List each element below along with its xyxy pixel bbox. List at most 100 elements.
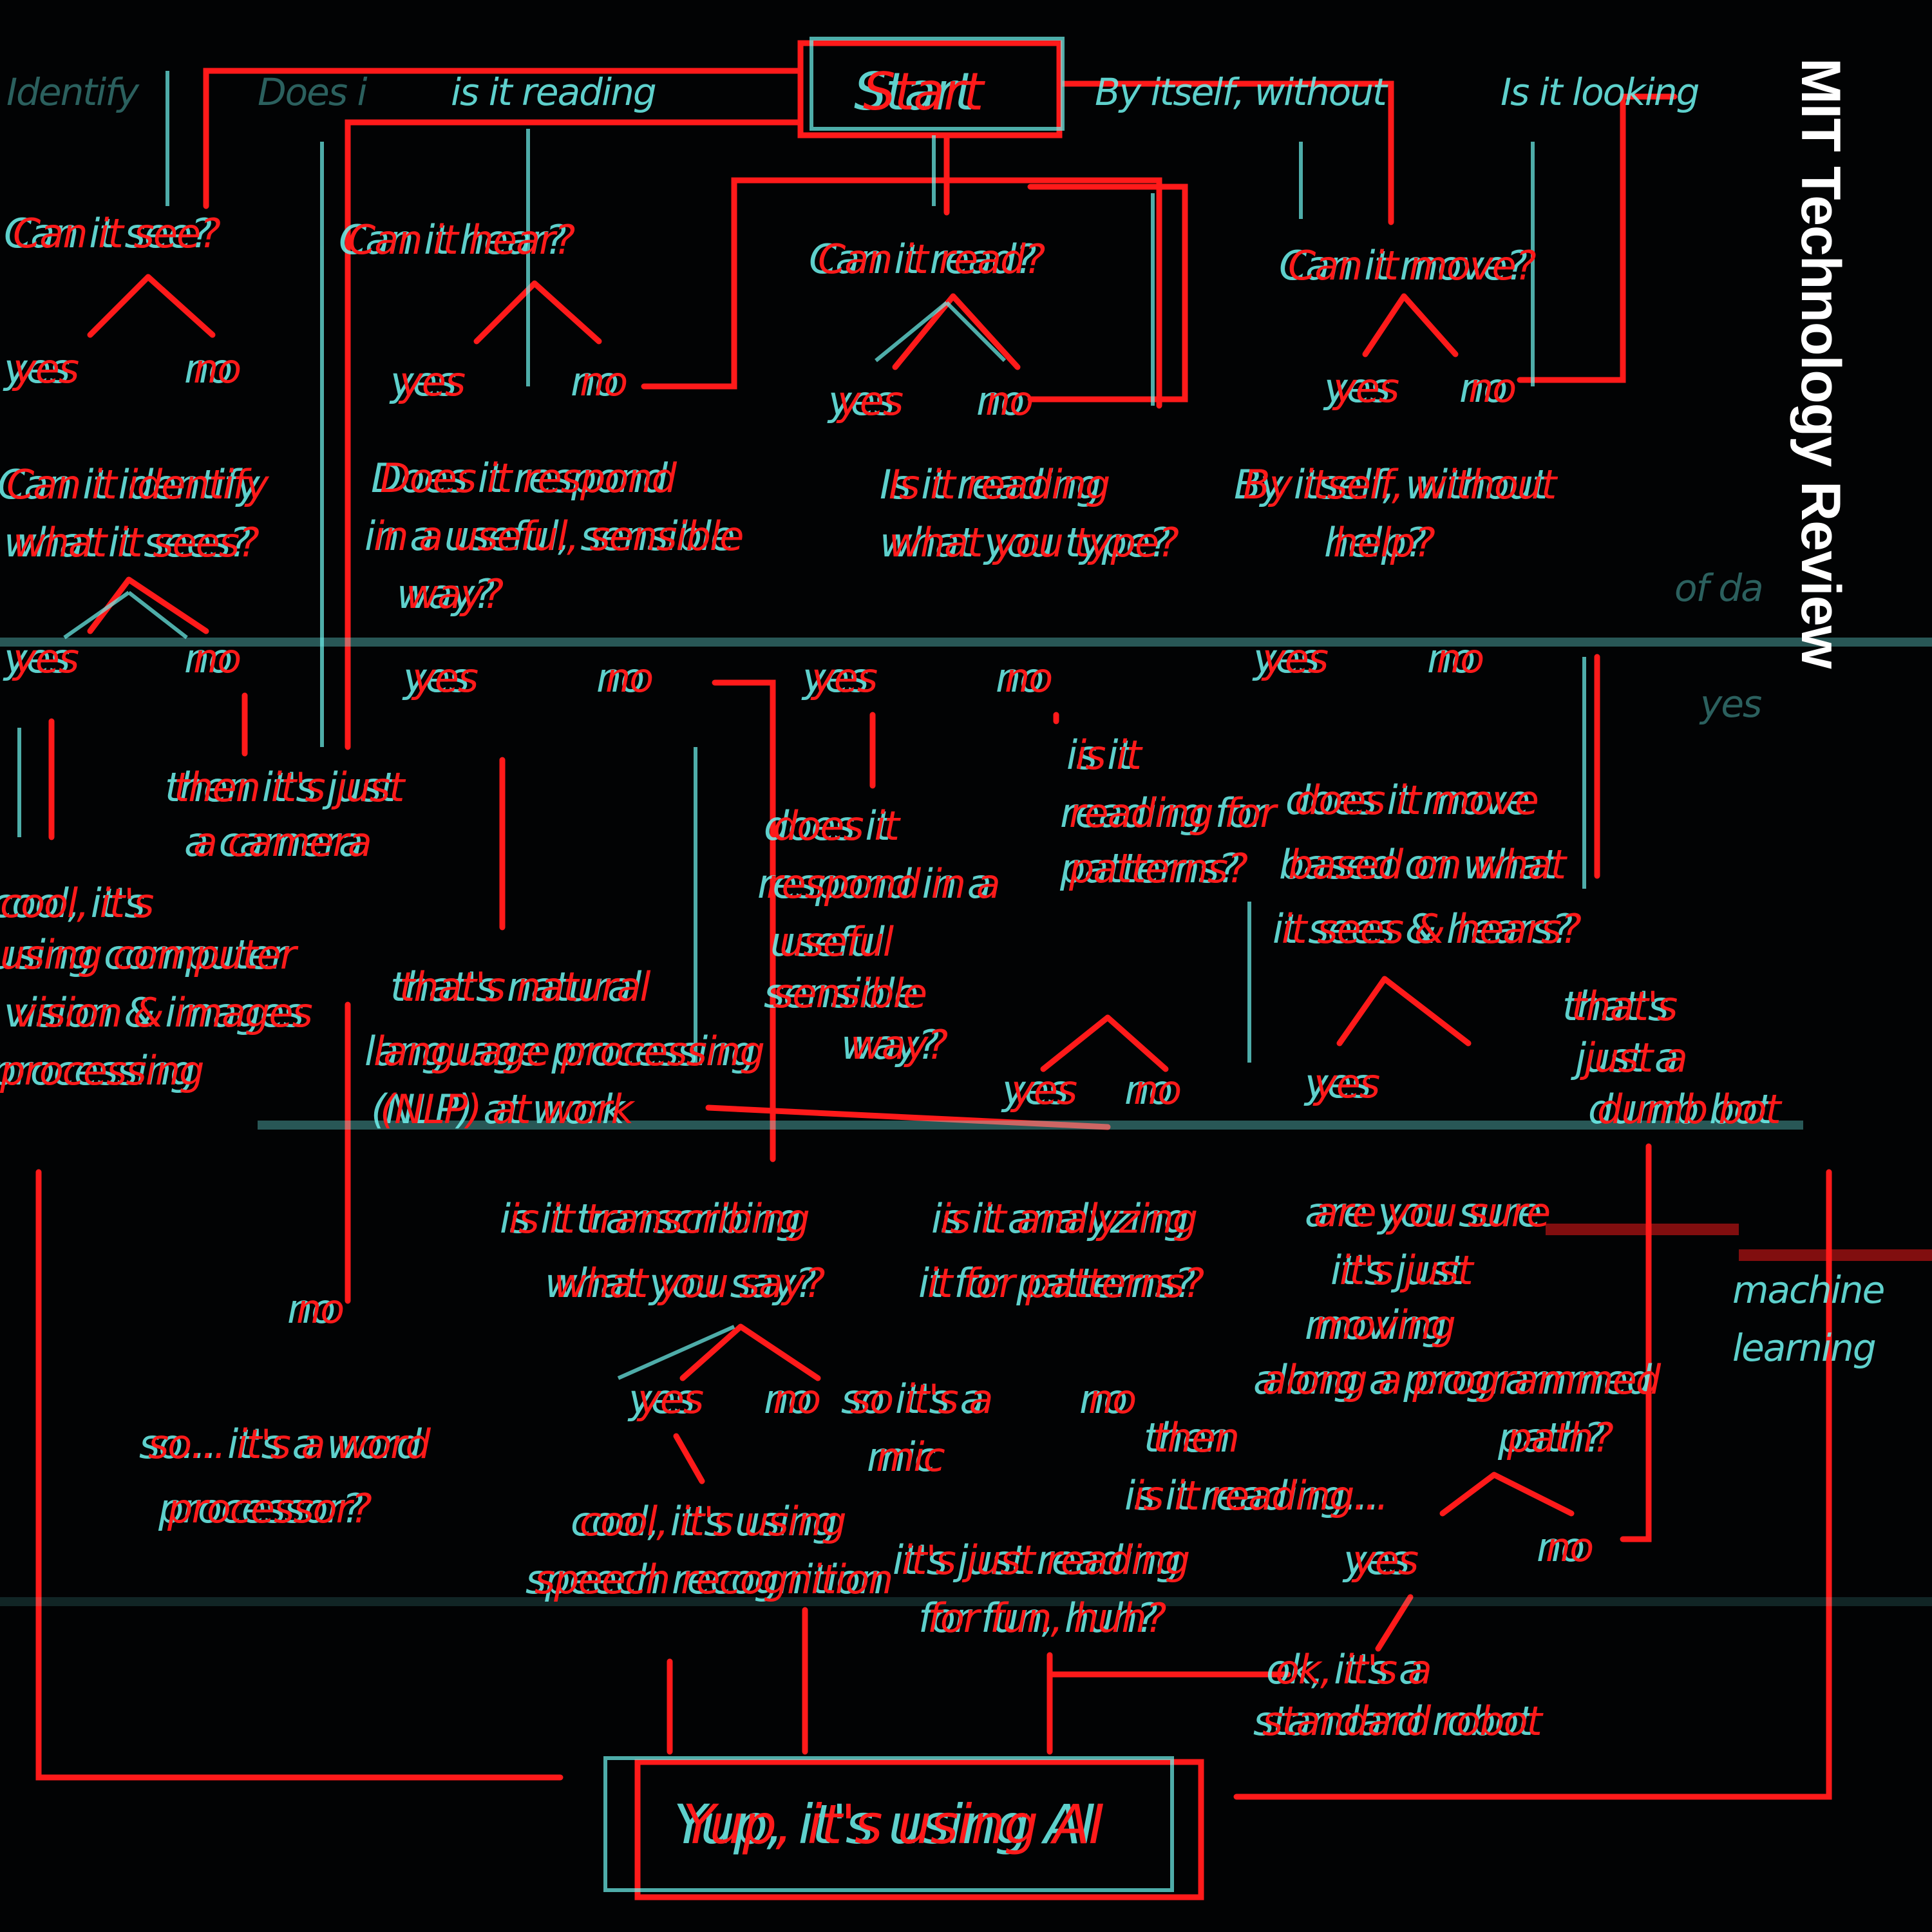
see-yes: yes: [13, 345, 79, 392]
line-to-end: [667, 1607, 1291, 1755]
hear-yes: yes: [399, 358, 466, 405]
dumb-line-3: dumb bot: [1597, 1086, 1781, 1133]
word-line-1: so... it's a word: [148, 1421, 431, 1468]
patterns-line-2: reading for patterns?: [1069, 790, 1276, 892]
speech-line-1: cool, it's using: [580, 1498, 847, 1545]
line-read-branches: [892, 293, 1021, 370]
hear-no: no: [580, 358, 628, 405]
ghost-yes: yes: [1700, 682, 1762, 726]
start-box: [797, 40, 1063, 138]
based-yes: yes: [1314, 1060, 1380, 1107]
line-move-branches: [1362, 293, 1459, 357]
line-read-no: [1027, 184, 1188, 402]
ghost-ml-2: learning: [1732, 1326, 1877, 1370]
line-start-move: [1056, 80, 1394, 225]
line-nlp-arrow: [705, 1104, 1111, 1130]
line-dumb-bot-back: [1620, 1143, 1652, 1542]
ghost-itself: By itself, without: [1095, 70, 1387, 114]
line-see-branches: [87, 274, 216, 338]
dumb-line-1: that's: [1571, 983, 1678, 1030]
robot-line-2: standard robot: [1262, 1698, 1542, 1745]
sure-line-4: along a programmed: [1262, 1356, 1661, 1403]
sure-line-3: moving: [1314, 1302, 1456, 1349]
line-start-hear: [345, 119, 804, 1304]
sure-line-2: it's just: [1340, 1247, 1473, 1294]
line-based-branches: [1336, 976, 1472, 1046]
analyze-line-1: is it analyzing: [940, 1195, 1198, 1242]
camera-line-2: a camera: [193, 819, 372, 866]
hear-respond-2: in a useful, sensible: [374, 513, 744, 560]
move-yes: yes: [1333, 365, 1399, 412]
based-line-3: it sees & hears?: [1282, 905, 1582, 952]
transcribe-yes: yes: [638, 1376, 704, 1423]
read-respond-4: sensible: [773, 970, 927, 1017]
then-line-1: then: [1153, 1414, 1240, 1461]
line-patterns-branches: [1040, 1014, 1169, 1072]
line-right-loop: [1233, 1169, 1832, 1800]
itself-line-2: help?: [1333, 519, 1435, 566]
vision-line-1: cool, it's: [0, 880, 154, 927]
based-line-2: based on what: [1288, 841, 1566, 888]
itself-yes: yes: [1262, 635, 1329, 682]
robot-line-1: ok, it's a: [1275, 1646, 1432, 1693]
vision-line-2: using computer: [0, 931, 296, 978]
see-question: Can it see?: [13, 210, 221, 257]
typing-line-2: what you type?: [889, 519, 1179, 566]
camera-line-1: then it's just: [174, 764, 404, 811]
line-speech: [673, 1433, 705, 1484]
identify-no: no: [193, 635, 242, 682]
see-no: no: [193, 345, 242, 392]
hear-respond-yes: yes: [412, 654, 478, 701]
hear-respond-1: Does it respond: [380, 455, 677, 502]
vision-line-4: processing: [0, 1047, 204, 1094]
move-no: no: [1468, 365, 1517, 412]
line-sure-branches: [1439, 1472, 1575, 1517]
line-left-loop: [35, 1169, 564, 1781]
based-line-1: does it move: [1294, 777, 1539, 824]
read-respond-1: does it: [773, 802, 900, 849]
ghost-does: Does i: [258, 70, 368, 114]
itself-line-1: By itself, without: [1243, 461, 1557, 508]
read-question: Can it read?: [818, 236, 1045, 283]
read-respond-2: respond in a: [766, 860, 1001, 907]
ghost-reading: is it reading: [451, 70, 657, 114]
word-line-2: processor?: [167, 1485, 372, 1532]
sure-no: no: [1546, 1524, 1594, 1571]
analyze-line-2: it for patterns?: [927, 1260, 1204, 1307]
sure-line-1: are you sure: [1314, 1189, 1551, 1236]
ghost-of-da: of da: [1674, 566, 1764, 610]
mic-line-2: mic: [876, 1434, 945, 1481]
line-hear-branches: [473, 280, 602, 345]
patterns-yes: yes: [1011, 1066, 1077, 1113]
patterns-no: no: [1133, 1066, 1182, 1113]
sure-yes: yes: [1352, 1537, 1419, 1584]
read-no: no: [985, 377, 1034, 424]
nlp-line-2: language processing: [374, 1028, 765, 1075]
read-respond-5: way?: [850, 1021, 948, 1068]
line-start-see: [203, 68, 804, 209]
hear-no-label: no: [296, 1285, 345, 1332]
line-respond-no: [712, 679, 776, 1162]
line-transcribe-branches: [679, 1323, 821, 1381]
transcribe-no: no: [773, 1376, 821, 1423]
then-line-2: is it reading...: [1133, 1472, 1388, 1519]
typing-no: no: [1005, 654, 1053, 701]
hear-question: Can it hear?: [348, 216, 575, 263]
nlp-line-3: (NLP) at work: [380, 1086, 634, 1133]
dumb-line-2: just a: [1584, 1034, 1688, 1081]
typing-line-1: Is it reading: [889, 461, 1110, 508]
patterns-line-1: is it: [1075, 732, 1142, 779]
end-node: Yup, it's using AI: [683, 1793, 1104, 1856]
mic-line-1: so it's a: [850, 1376, 994, 1423]
typing-yes: yes: [811, 654, 878, 701]
line-hear-no: [641, 177, 1162, 409]
itself-no: no: [1436, 635, 1484, 682]
analyze-no: no: [1088, 1376, 1137, 1423]
line-robot: [1375, 1594, 1414, 1652]
identify-yes: yes: [13, 635, 79, 682]
hear-respond-3: way?: [406, 571, 504, 618]
move-question: Can it move?: [1288, 242, 1537, 289]
sure-line-5: path?: [1507, 1414, 1614, 1461]
